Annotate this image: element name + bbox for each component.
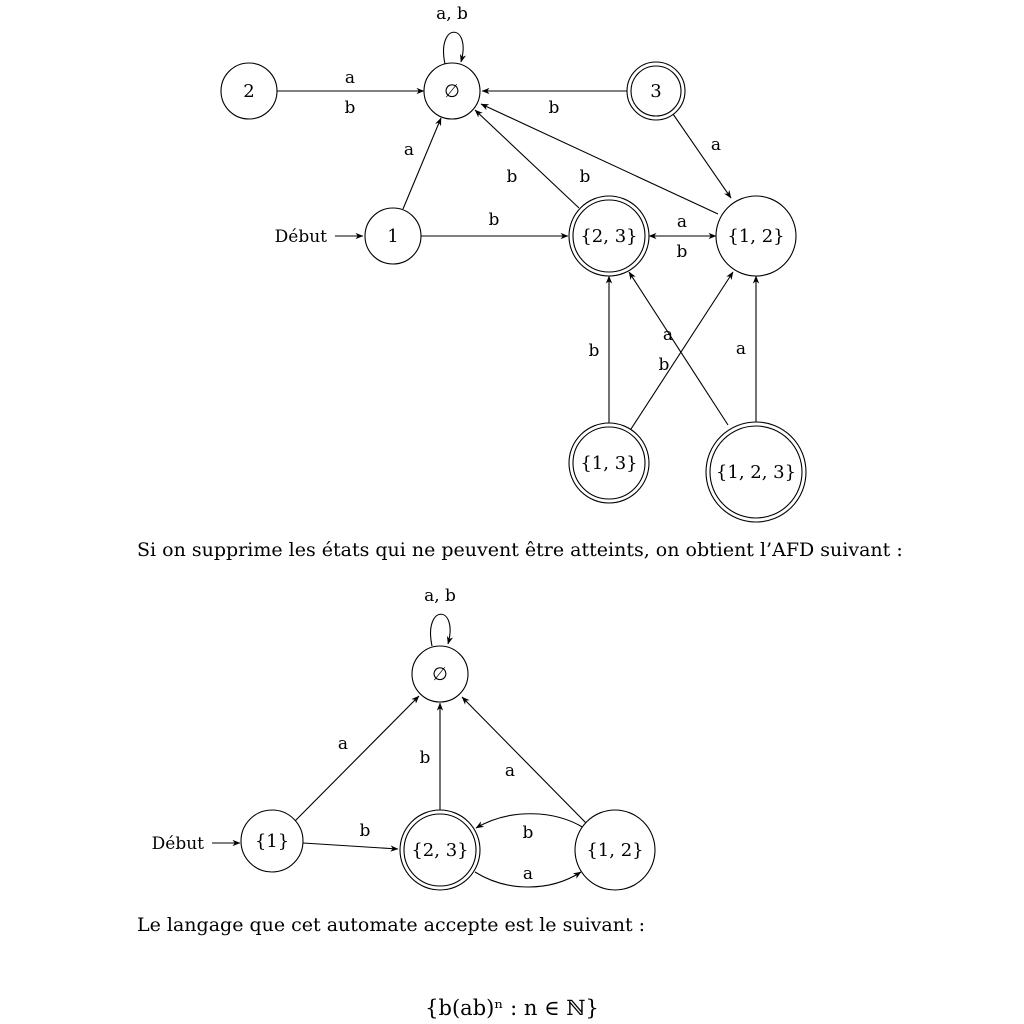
language-formula: {b(ab)ⁿ : n ∈ ℕ} — [425, 996, 599, 1020]
d1-state-12: {1, 2} — [715, 195, 797, 277]
d1-label-2-empty-a: a — [345, 68, 355, 88]
d1-state-1: 1 — [364, 207, 422, 265]
diagram1-edge-labels: a, b a b b a a b b b a b b a b a Début — [275, 4, 746, 375]
d2-start-label: Début — [152, 834, 205, 854]
d2-state-12: {1, 2} — [574, 809, 656, 891]
svg-text:∅: ∅ — [432, 664, 448, 685]
d2-edge-1-empty — [293, 695, 420, 823]
d2-label-12-empty: a — [505, 761, 515, 781]
d1-edge-123-23 — [628, 271, 729, 426]
d1-label-12-23: b — [677, 242, 688, 262]
svg-text:{2, 3}: {2, 3} — [411, 840, 468, 861]
d2-edge-12-empty — [461, 696, 587, 824]
svg-text:{1, 2}: {1, 2} — [586, 840, 643, 861]
svg-text:{2, 3}: {2, 3} — [580, 226, 637, 247]
d1-state-empty: ∅ — [423, 62, 481, 120]
svg-text:∅: ∅ — [444, 81, 460, 102]
d1-label-loop: a, b — [436, 4, 468, 24]
diagram2-edge-labels: a, b a b a b b a Début — [152, 586, 534, 884]
d1-label-13-12: b — [659, 355, 670, 375]
d1-label-2-empty-b: b — [345, 98, 356, 118]
d1-label-1-23: b — [489, 210, 500, 230]
d2-edge-1-23 — [302, 842, 399, 852]
diagram1-states: ∅ 2 3 1 {2, 3} {1, 2} {1, 3} — [220, 61, 807, 523]
d2-state-1: {1} — [240, 809, 304, 873]
d1-state-23: {2, 3} — [568, 195, 650, 277]
diagram1-edges — [277, 31, 760, 430]
d1-label-23-empty: b — [507, 167, 518, 187]
diagram2-states: ∅ {1} {2, 3} {1, 2} — [240, 645, 656, 891]
d2-label-loop: a, b — [424, 586, 456, 606]
d1-loop-empty — [443, 31, 467, 65]
d1-label-123-12: a — [736, 339, 746, 359]
d1-edge-23-empty — [474, 109, 580, 209]
d2-edge-23-12 — [474, 871, 582, 888]
d2-label-12-23: b — [523, 823, 534, 843]
d1-label-3-empty: b — [549, 98, 560, 118]
d2-state-empty: ∅ — [411, 645, 469, 703]
d2-label-23-empty: b — [420, 748, 431, 768]
d1-state-2: 2 — [220, 62, 278, 120]
d2-label-1-empty: a — [338, 734, 348, 754]
d2-label-1-23: b — [360, 821, 371, 841]
d1-label-3-12: a — [711, 135, 721, 155]
d1-label-13-23: b — [589, 341, 600, 361]
d1-start-label: Début — [275, 227, 328, 247]
svg-text:{1}: {1} — [255, 831, 289, 852]
paragraph-language: Le langage que cet automate accepte est … — [137, 914, 646, 936]
svg-text:{1, 2}: {1, 2} — [727, 226, 784, 247]
paragraph-unreachable: Si on supprime les états qui ne peuvent … — [137, 539, 903, 561]
diagram2-edges — [212, 613, 587, 888]
d2-state-23: {2, 3} — [399, 809, 481, 891]
svg-text:{1, 2, 3}: {1, 2, 3} — [716, 462, 796, 483]
d1-state-13: {1, 3} — [568, 422, 650, 504]
d1-edge-12-empty — [480, 103, 719, 215]
d1-state-123: {1, 2, 3} — [705, 421, 807, 523]
d1-label-12-empty: b — [580, 167, 591, 187]
d2-label-23-12: a — [523, 864, 533, 884]
d1-label-1-empty: a — [404, 140, 414, 160]
d1-edge-3-12 — [672, 113, 732, 199]
svg-text:3: 3 — [650, 81, 661, 102]
d2-loop-empty — [430, 613, 454, 647]
d1-state-3: 3 — [626, 61, 686, 121]
d2-edge-12-23 — [475, 813, 585, 829]
d1-label-23-12: a — [677, 212, 687, 232]
svg-text:1: 1 — [387, 226, 398, 247]
d1-edge-13-12 — [630, 271, 734, 430]
d1-label-123-23: a — [663, 325, 673, 345]
svg-text:2: 2 — [243, 81, 254, 102]
d1-edge-1-empty — [402, 117, 442, 210]
svg-text:{1, 3}: {1, 3} — [580, 453, 637, 474]
